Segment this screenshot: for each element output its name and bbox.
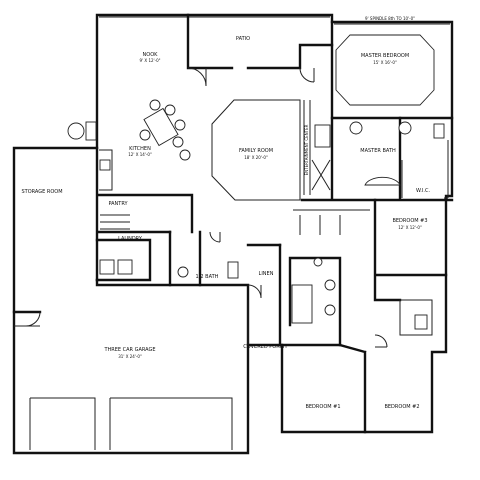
interior-walls [12, 13, 454, 434]
room-pantry: PANTRY [108, 201, 128, 207]
note-entertainment-center: ENTERTAINMENT CENTER [304, 124, 309, 175]
room-kitchen: KITCHEN [129, 146, 151, 152]
room-nook-dims: 9' X 12'-0" [140, 58, 161, 63]
room-family-room-dims: 18' X 20'-0" [244, 155, 268, 160]
room-wic: W.I.C. [416, 188, 431, 194]
room-bedroom-1: BEDROOM #1 [305, 404, 340, 410]
fixtures [67, 34, 449, 336]
room-garage: THREE CAR GARAGE [103, 347, 155, 353]
exterior-walls [12, 13, 454, 455]
room-bedroom-2: BEDROOM #2 [384, 404, 419, 410]
garage-doors [29, 397, 233, 450]
room-bedroom-3: BEDROOM #3 [392, 218, 427, 224]
doors [14, 67, 388, 348]
room-master-bedroom: MASTER BEDROOM [361, 53, 409, 59]
room-labels: NOOK 9' X 12'-0" PATIO MASTER BEDROOM 15… [21, 16, 430, 410]
room-bedroom-3-dims: 12' X 12'-0" [398, 225, 422, 230]
room-garage-dims: 31' X 24'-0" [118, 354, 142, 359]
room-kitchen-dims: 12' X 14'-0" [128, 152, 152, 157]
room-master-bedroom-dims: 15' X 16'-0" [373, 60, 397, 65]
room-master-bath: MASTER BATH [360, 148, 396, 154]
room-covered-porch: COVERED PORCH [243, 344, 287, 350]
room-linen: LINEN [259, 271, 274, 277]
room-patio: PATIO [236, 36, 250, 42]
room-half-bath: 1/2 BATH [196, 274, 219, 280]
room-storage: STORAGE ROOM [21, 189, 62, 195]
room-family-room: FAMILY ROOM [239, 148, 273, 154]
room-nook: NOOK [143, 52, 159, 58]
note-top-right: 9' SPINDLE 8th TO 10'-0" [365, 16, 415, 21]
room-laundry: LAUNDRY [118, 236, 143, 242]
